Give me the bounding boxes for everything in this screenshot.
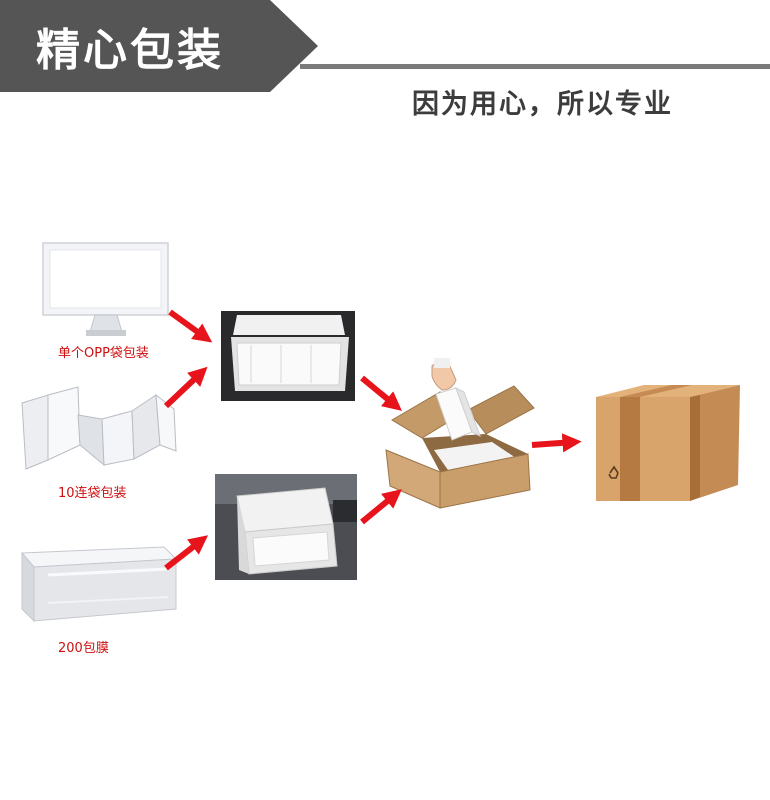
caption-shrink-wrap: 200包膜	[58, 641, 109, 656]
page-subtitle: 因为用心，所以专业	[412, 89, 673, 120]
ten-pack-bag-photo	[21, 386, 177, 470]
page-title: 精心包装	[36, 25, 224, 76]
mailer-box-photo	[215, 474, 357, 580]
header-divider	[300, 64, 770, 69]
single-opp-bag-photo	[42, 242, 169, 336]
shrink-wrap-stack-photo	[20, 546, 178, 623]
header-banner	[0, 0, 318, 92]
card-box-photo	[221, 311, 355, 401]
caption-ten-pack-bag: 10连袋包装	[58, 486, 127, 501]
caption-single-opp-bag: 单个OPP袋包装	[58, 346, 149, 361]
sealed-carton-icon	[596, 385, 740, 501]
carton-loading-photo	[385, 358, 535, 509]
